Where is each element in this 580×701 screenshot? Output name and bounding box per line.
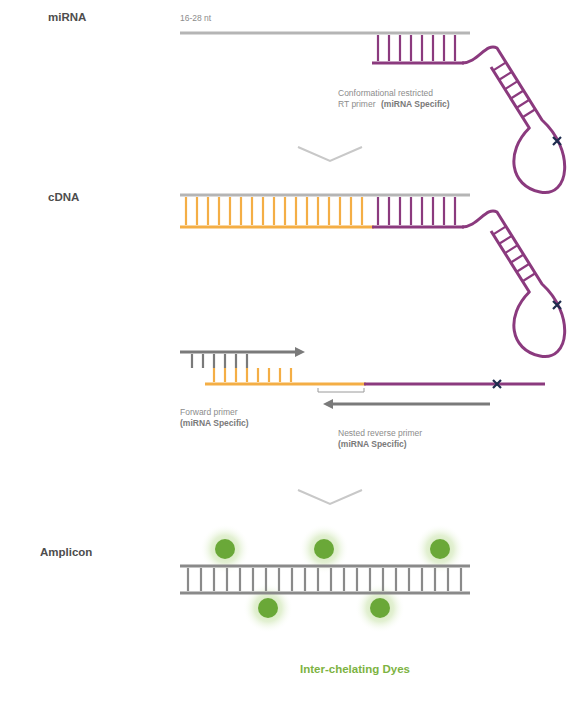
cdna-duplex <box>180 195 565 357</box>
primer-label: Nested reverse primer <box>338 428 458 439</box>
stage-label: miRNA <box>48 12 158 23</box>
step-chevron <box>298 490 362 504</box>
rt-primer-hairpin <box>462 211 565 357</box>
rt-primer-hairpin <box>462 47 565 193</box>
pcr-primers <box>180 347 545 409</box>
step-chevron <box>298 147 362 161</box>
stage-label: Amplicon <box>40 547 160 558</box>
amplicon-duplex <box>180 524 470 633</box>
primer-label: Forward primer <box>180 407 280 418</box>
specificity-label: (miRNA Specific) <box>381 99 471 110</box>
length-label: 16-28 nt <box>180 13 260 24</box>
dye-label: Inter-chelating Dyes <box>250 664 460 675</box>
specificity-label: (miRNA Specific) <box>338 439 438 450</box>
mirna-duplex <box>180 33 565 193</box>
specificity-label: (miRNA Specific) <box>180 418 280 429</box>
stage-label: cDNA <box>48 192 158 203</box>
